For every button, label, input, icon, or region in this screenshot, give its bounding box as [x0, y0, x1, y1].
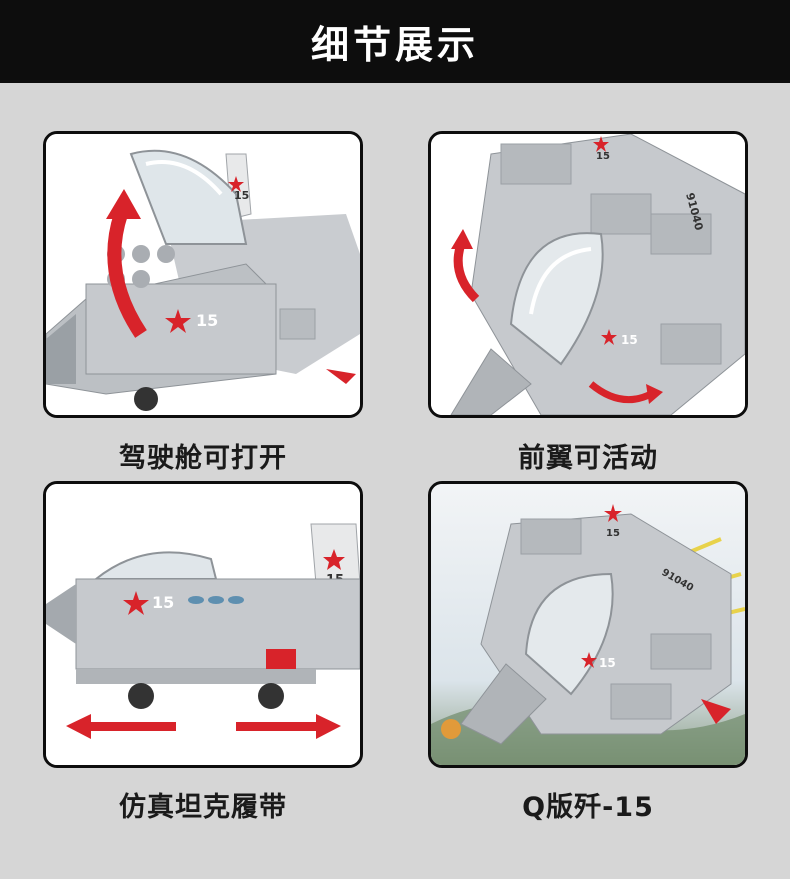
- q-version-illustration: 15 91040 15: [431, 484, 745, 765]
- detail-panel-cockpit: 15 15: [43, 131, 363, 418]
- detail-panel-front-wing: 91040 15 15: [428, 131, 748, 418]
- cockpit-illustration: 15 15: [46, 134, 360, 415]
- panel-number-mark: 15: [196, 311, 218, 330]
- detail-panel-q-version: 15 91040 15: [428, 481, 748, 768]
- tail-number-mark: 15: [596, 151, 610, 162]
- detail-panel-tread: 15 15: [43, 481, 363, 768]
- tail-number-mark: 15: [234, 189, 249, 202]
- front-wing-illustration: 91040 15 15: [431, 134, 745, 415]
- caption-tread: 仿真坦克履带: [119, 792, 287, 823]
- page-title: 细节展示: [310, 23, 479, 67]
- side-number-mark: 15: [599, 656, 616, 670]
- side-number-mark: 15: [152, 593, 174, 612]
- caption-cockpit: 驾驶舱可打开: [119, 443, 287, 474]
- header-bar: 细节展示: [0, 0, 790, 83]
- caption-front-wing: 前翼可活动: [518, 443, 658, 474]
- side-number-mark: 15: [621, 333, 638, 347]
- caption-q-version: Q版歼-15: [522, 792, 654, 823]
- tail-number-mark: 15: [606, 528, 620, 539]
- tread-illustration: 15 15: [46, 484, 360, 765]
